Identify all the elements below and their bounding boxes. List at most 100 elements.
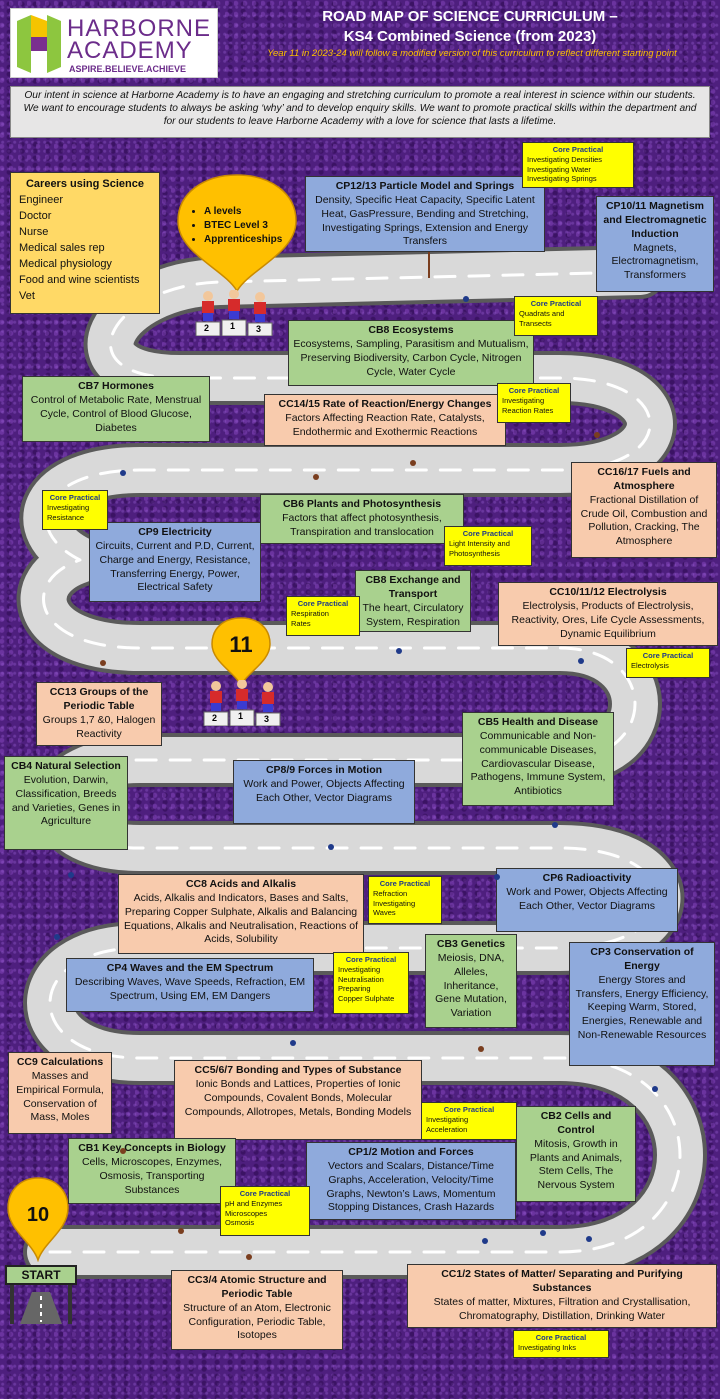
intent-statement: Our intent in science at Harborne Academ… xyxy=(10,86,710,138)
connector-dot xyxy=(120,470,126,476)
career-item: Vet xyxy=(19,289,35,302)
connector-dot xyxy=(586,1236,592,1242)
start-gate-icon xyxy=(5,1265,77,1324)
logo-name: HARBORNE xyxy=(67,15,212,42)
year11-pin-icon xyxy=(211,617,271,688)
goals-list: A levelsBTEC Level 3Apprenticeships xyxy=(186,205,282,247)
podium-first: 1 xyxy=(238,711,244,721)
career-item: Engineer xyxy=(19,193,64,206)
goal-item: BTEC Level 3 xyxy=(204,219,282,233)
topic-cp10-11: CP10/11 Magnetism and Electromagnetic In… xyxy=(596,196,714,292)
connector-dot xyxy=(578,658,584,664)
logo-tagline: ASPIRE.BELIEVE.ACHIEVE xyxy=(69,64,187,74)
connector-dot xyxy=(463,296,469,302)
topic-cc1-2: CC1/2 States of Matter/ Separating and P… xyxy=(407,1264,717,1328)
connector-dot xyxy=(120,1148,126,1154)
year11-label: 11 xyxy=(229,632,253,657)
career-item: Medical sales rep xyxy=(19,241,105,254)
podium-third: 3 xyxy=(256,324,262,334)
logo-sub: ACADEMY xyxy=(67,37,193,64)
connector-dot xyxy=(68,872,74,878)
podium-figures-icon xyxy=(203,680,281,726)
page-subtitle: Year 11 in 2023-24 will follow a modifie… xyxy=(267,48,677,59)
connector-dot xyxy=(328,844,334,850)
connector-dot xyxy=(482,1238,488,1244)
goals-pin-icon xyxy=(177,174,297,293)
podium-first: 1 xyxy=(230,321,236,331)
logo: HARBORNE ACADEMY ASPIRE.BELIEVE.ACHIEVE xyxy=(10,8,218,78)
connector-dot xyxy=(313,474,319,480)
career-item: Food and wine scientists xyxy=(19,273,140,286)
start-label: START xyxy=(21,1268,61,1282)
h-logo-icon xyxy=(17,15,61,73)
page-title-line2: KS4 Combined Science (from 2023) xyxy=(343,28,597,45)
connector-dot xyxy=(54,934,60,940)
podium-figures-icon xyxy=(195,290,273,336)
connector-dot xyxy=(594,432,600,438)
connector-dot xyxy=(540,1230,546,1236)
connector-dot xyxy=(410,460,416,466)
year10-pin-icon xyxy=(7,1177,69,1262)
career-item: Nurse xyxy=(19,225,49,238)
podium-middle: 2 1 3 xyxy=(200,680,284,726)
careers-title: Careers using Science xyxy=(25,178,144,190)
podium-third: 3 xyxy=(264,714,270,724)
page-title-line1: ROAD MAP OF SCIENCE CURRICULUM – xyxy=(322,8,618,25)
connector-dot xyxy=(494,874,500,880)
connector-dot xyxy=(100,660,106,666)
career-item: Medical physiology xyxy=(19,257,112,270)
connector-line xyxy=(428,252,430,278)
career-item: Doctor xyxy=(19,209,52,222)
topic-cc3-4: CC3/4 Atomic Structure and Periodic Tabl… xyxy=(171,1270,343,1350)
goal-item: A levels xyxy=(204,205,282,219)
connector-dot xyxy=(396,648,402,654)
year10-label: 10 xyxy=(26,1204,50,1226)
podium-top: 2 1 3 xyxy=(192,290,276,336)
start-sign: START xyxy=(4,1264,78,1324)
connector-dot xyxy=(552,822,558,828)
connector-dot xyxy=(652,1086,658,1092)
connector-dot xyxy=(246,1254,252,1260)
connector-dot xyxy=(290,1040,296,1046)
connector-dot xyxy=(178,1228,184,1234)
podium-second: 2 xyxy=(212,713,218,723)
connector-dot xyxy=(478,1046,484,1052)
goal-item: Apprenticeships xyxy=(204,233,282,247)
